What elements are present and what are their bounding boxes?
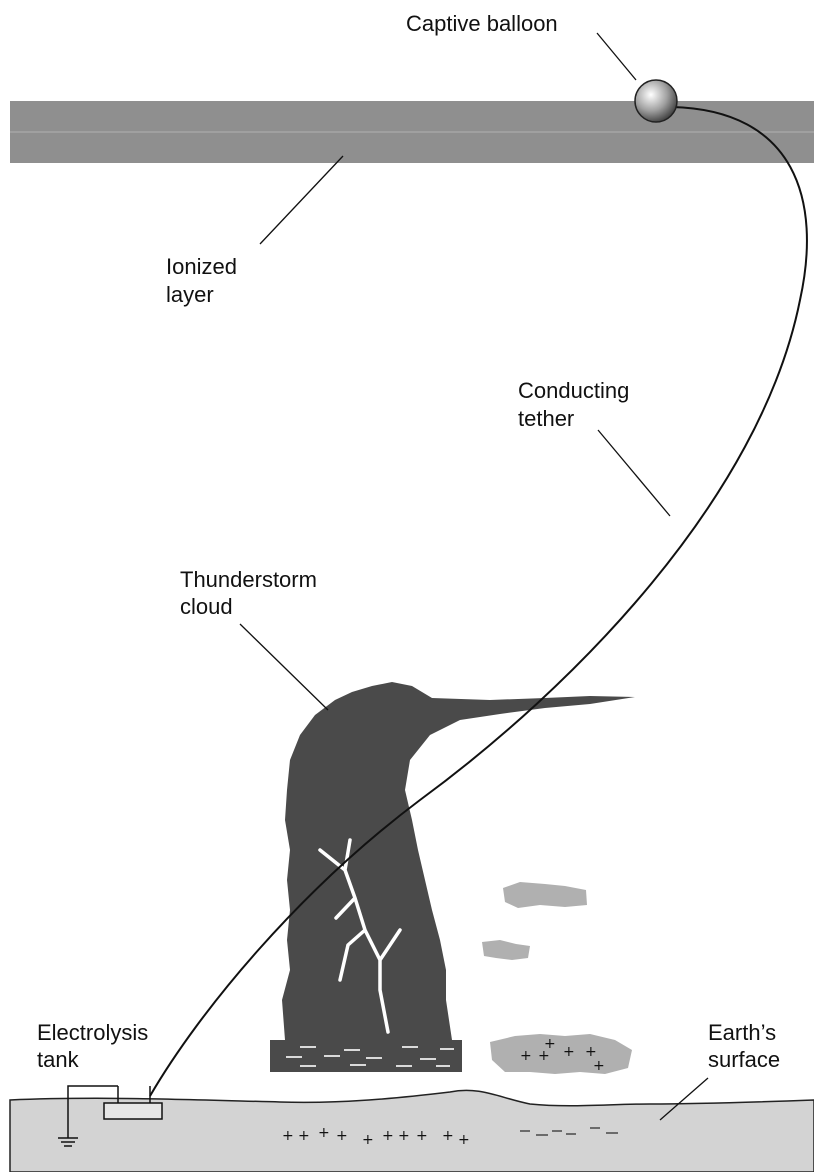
conducting-tether [150,107,807,1096]
label-thunderstorm-cloud-line2: cloud [180,594,233,619]
label-conducting-tether-line1: Conducting [518,378,629,403]
positive-charge: + [282,1128,294,1144]
electrolysis-tank-body [104,1103,162,1119]
positive-charge: + [336,1128,348,1144]
leader-conducting-tether [598,430,670,516]
label-earths-surface-line2: surface [708,1047,780,1072]
positive-charge: + [382,1128,394,1144]
positive-charge: + [298,1128,310,1144]
label-earths-surface: Earth’s surface [708,1020,782,1072]
label-ionized-layer-line1: Ionized [166,254,237,279]
label-electrolysis-tank: Electrolysis tank [37,1020,154,1072]
label-thunderstorm-cloud-line1: Thunderstorm [180,567,317,592]
label-conducting-tether-line2: tether [518,406,574,431]
small-cloud-1 [503,882,587,908]
label-ionized-layer: Ionized layer [166,254,243,307]
label-captive-balloon: Captive balloon [406,11,558,36]
positive-charge: + [416,1128,428,1144]
label-thunderstorm-cloud: Thunderstorm cloud [180,567,323,619]
label-earths-surface-line1: Earth’s [708,1020,776,1045]
thunderstorm-cloud [270,682,635,1072]
positive-charge: + [538,1048,550,1064]
leader-ionized-layer [260,156,343,244]
label-electrolysis-tank-line1: Electrolysis [37,1020,148,1045]
positive-charge: + [520,1048,532,1064]
small-clouds [482,882,632,1074]
small-cloud-3 [490,1034,632,1074]
label-electrolysis-tank-line2: tank [37,1047,80,1072]
leader-thunderstorm-cloud [240,624,328,710]
positive-charge: + [398,1128,410,1144]
leader-captive-balloon [597,33,636,80]
positive-charge: + [593,1058,605,1074]
label-conducting-tether: Conducting tether [518,378,635,431]
positive-charge: + [563,1044,575,1060]
positive-charge: + [442,1128,454,1144]
positive-charge: + [458,1132,470,1148]
captive-balloon [635,80,677,122]
label-ionized-layer-line2: layer [166,282,214,307]
positive-charge: + [318,1125,330,1141]
small-cloud-2 [482,940,530,960]
thunderstorm-cloud-base [270,1040,462,1072]
ionized-layer [10,101,814,163]
positive-charge: + [362,1132,374,1148]
